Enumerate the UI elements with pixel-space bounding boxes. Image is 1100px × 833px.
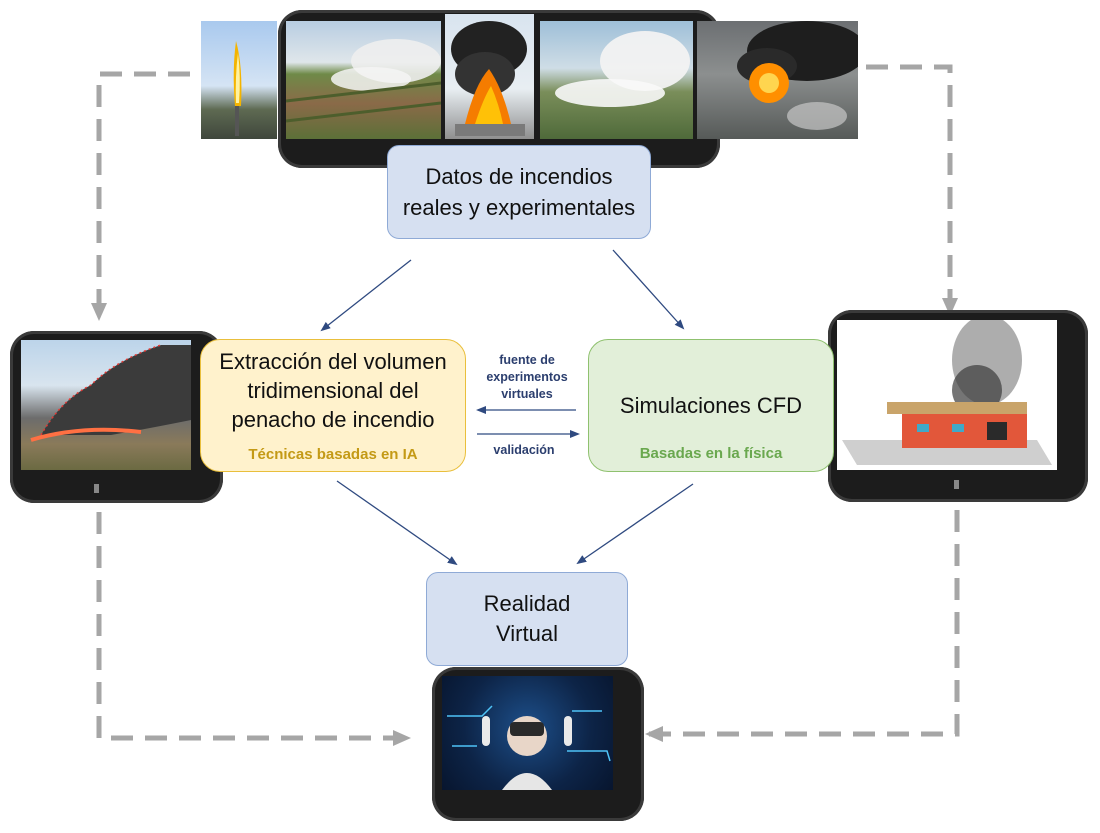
node-realidad-virtual: Realidad Virtual (426, 572, 628, 666)
node-extraccion-subtitle: Técnicas basadas en IA (248, 445, 418, 463)
right-tablet-button (954, 480, 959, 489)
vr-headset-icon (447, 705, 611, 790)
node-datos-line1: Datos de incendios (425, 164, 613, 189)
photo-wildfire-smoke (540, 21, 693, 139)
node-extraccion-volumen: Extracción del volumen tridimensional de… (200, 339, 466, 472)
node-rv-line1: Realidad (483, 591, 571, 616)
fire-icon (737, 21, 858, 130)
edge-label-validacion: validación (493, 443, 555, 457)
smoke-icon (555, 31, 690, 107)
arrow-cfd-to-rv (576, 483, 694, 565)
node-datos-line2: reales y experimentales (402, 195, 636, 220)
photo-prescribed-burn (286, 21, 441, 139)
node-simulaciones-cfd: Simulaciones CFD Basadas en la física (588, 339, 834, 472)
arrow-datos-to-extraccion (320, 259, 412, 332)
cfd-simulation-render (837, 320, 1057, 470)
node-datos-incendios: Datos de incendios reales y experimental… (387, 145, 651, 239)
photo-tank-fire (697, 21, 858, 139)
node-cfd-title: Simulaciones CFD (619, 392, 803, 418)
building-fire-icon (842, 320, 1052, 465)
dashed-arrow-top-right (866, 64, 958, 316)
edge-label-fuente: fuente de experimentos virtuales (486, 353, 568, 401)
arrow-datos-to-cfd (612, 249, 685, 330)
dashed-arrow-top-left (91, 71, 190, 321)
flare-icon (233, 41, 242, 136)
node-extraccion-line3: penacho de incendio (231, 406, 435, 432)
smoke-icon (286, 39, 441, 123)
fire-icon (451, 21, 527, 136)
photo-pool-fire (445, 14, 534, 139)
node-extraccion-line1: Extracción del volumen (219, 348, 447, 374)
node-extraccion-line2: tridimensional del (247, 377, 419, 403)
left-tablet-button (94, 484, 99, 493)
photo-wildfire-segmentation (21, 340, 191, 470)
photo-gas-flare (201, 21, 277, 139)
node-rv-line2: Virtual (496, 621, 558, 646)
node-cfd-subtitle: Basadas en la física (639, 445, 783, 462)
plume-segmentation-icon (30, 344, 191, 442)
arrow-extraccion-to-rv (336, 480, 458, 566)
photo-vr-user (442, 676, 613, 790)
dashed-arrow-bottom-left (96, 512, 411, 746)
dashed-arrow-bottom-right (645, 510, 960, 742)
